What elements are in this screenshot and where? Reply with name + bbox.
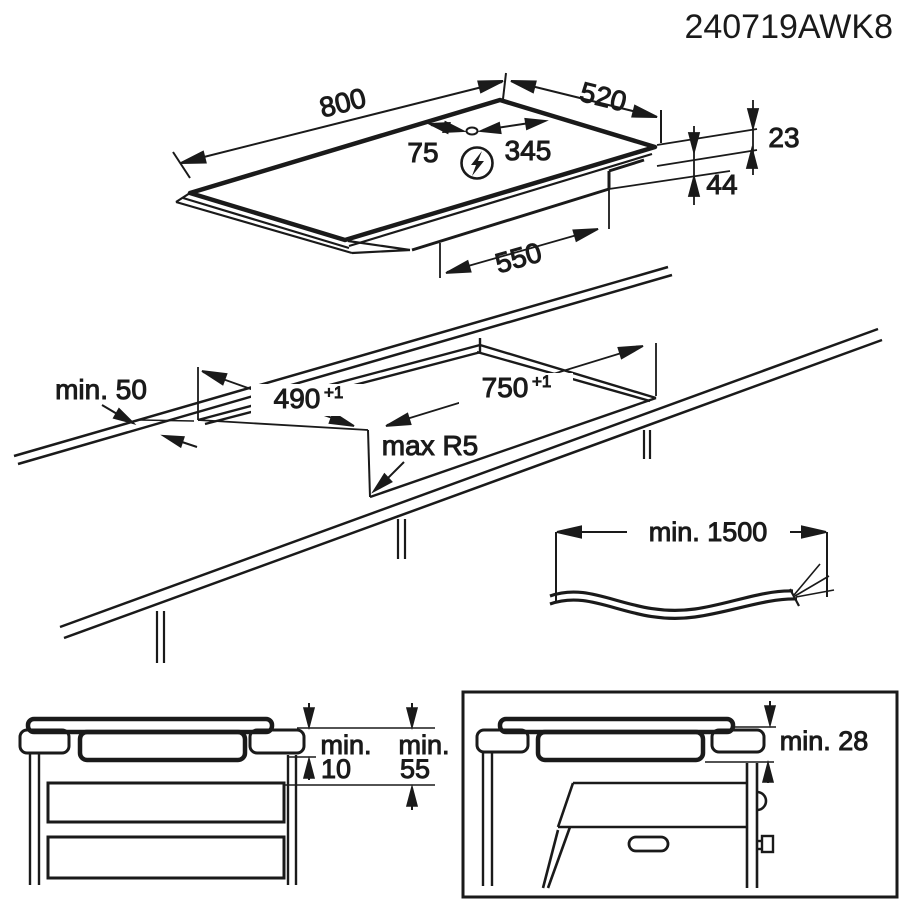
cutout-hole <box>197 338 657 499</box>
dim-label-min-1500: min. 1500 <box>649 517 768 547</box>
hob-casing-box <box>411 158 645 252</box>
drawer-upper <box>46 781 286 824</box>
dim-label-345: 345 <box>505 135 552 166</box>
lightning-bolt-icon <box>471 151 484 176</box>
hob-glass-surface <box>187 97 658 243</box>
electrical-connection-icon <box>460 146 494 180</box>
dim-label-55: 55 <box>400 754 430 784</box>
dim-min50 <box>101 404 198 448</box>
hob-front-trim <box>175 192 411 255</box>
dim-min10-min55 <box>285 703 435 810</box>
hob-box-profile-2 <box>535 729 706 763</box>
dim-connection-point <box>427 115 547 137</box>
dim-23-44 <box>608 100 759 205</box>
worktop-right-piece-2 <box>710 728 766 754</box>
oven-hinge-bump <box>756 790 768 812</box>
hob-box-profile <box>77 729 248 763</box>
svg-text:490: 490 <box>274 383 321 414</box>
dim-label-490: 490 +1 <box>251 383 365 416</box>
svg-text:+1: +1 <box>532 372 551 391</box>
cable-wire-ends <box>789 563 835 607</box>
svg-text:+1: +1 <box>324 383 343 402</box>
cabinet-legs <box>28 753 298 885</box>
dim-520 <box>508 74 662 143</box>
drawer-lower <box>46 835 286 880</box>
dim-label-75: 75 <box>407 137 438 168</box>
dim-label-min-word-2: min. <box>398 730 449 760</box>
drawer-installation-view: min. 10 min. 55 <box>18 703 450 885</box>
dim-label-max-r5: max R5 <box>382 430 478 461</box>
oven-drawing <box>541 763 775 889</box>
dim-label-520: 520 <box>577 76 630 117</box>
hob-top-perspective-view: 800 520 75 345 23 44 550 <box>172 72 800 280</box>
cable-drawing <box>549 589 798 620</box>
worktop-cutout-view: min. 50 490 +1 750 +1 max R5 <box>13 265 883 663</box>
dim-label-10: 10 <box>321 754 351 784</box>
dim-label-23: 23 <box>768 122 799 153</box>
dim-label-min-word-1: min. <box>320 730 371 760</box>
model-number: 240719AWK8 <box>684 8 893 46</box>
mains-cable-diagram: min. 1500 <box>549 517 835 620</box>
cabinet-legs-2 <box>481 752 494 886</box>
dim-label-44: 44 <box>706 169 737 200</box>
dim-min28 <box>705 701 776 783</box>
dim-label-min50: min. 50 <box>55 374 147 405</box>
oven-view-border <box>461 690 899 899</box>
dim-label-550: 550 <box>492 237 545 280</box>
dim-550 <box>439 189 610 280</box>
oven-installation-view: min. 28 <box>461 690 899 899</box>
connection-point <box>465 126 479 136</box>
dim-label-min-28: min. 28 <box>780 726 869 756</box>
dim-800 <box>172 72 507 179</box>
dim-max-r5 <box>369 461 405 496</box>
worktop-legs <box>155 430 652 663</box>
dim-label-750: 750 +1 <box>459 372 573 405</box>
worktop-right-piece <box>248 728 306 755</box>
oven-handle <box>627 835 670 853</box>
oven-knob <box>757 834 775 854</box>
svg-text:750: 750 <box>482 372 529 403</box>
